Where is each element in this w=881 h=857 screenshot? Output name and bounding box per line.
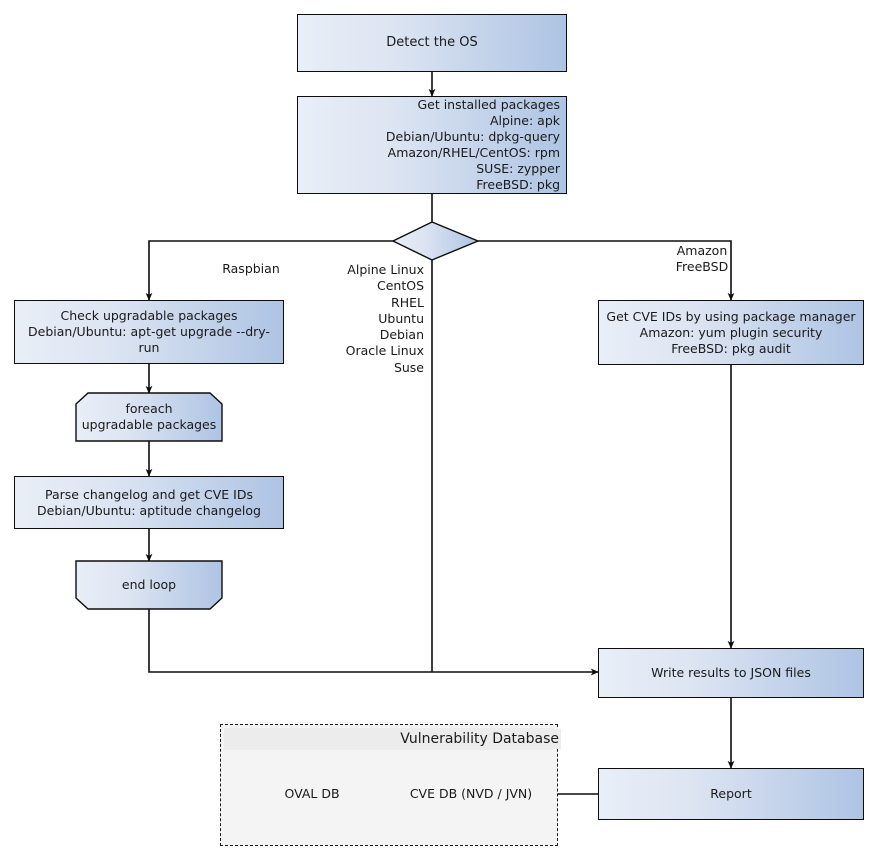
node-foreach-loop-label: foreach upgradable packages bbox=[81, 401, 217, 432]
vulnerability-database-title: Vulnerability Database bbox=[224, 729, 561, 749]
node-check-upgradable-packages-label: Check upgradable packages Debian/Ubuntu:… bbox=[28, 308, 270, 355]
node-get-installed-packages[interactable]: Get installed packages Alpine: apk Debia… bbox=[297, 96, 567, 194]
node-parse-changelog[interactable]: Parse changelog and get CVE IDs Debian/U… bbox=[14, 476, 284, 529]
node-foreach-loop[interactable]: foreach upgradable packages bbox=[76, 393, 222, 441]
node-parse-changelog-label: Parse changelog and get CVE IDs Debian/U… bbox=[37, 486, 261, 518]
node-get-cve-ids-package-manager-label: Get CVE IDs by using package manager Ama… bbox=[606, 308, 856, 356]
node-report-label: Report bbox=[710, 786, 752, 801]
node-detect-os-label: Detect the OS bbox=[386, 34, 478, 50]
edge-label-raspbian: Raspbian bbox=[222, 261, 280, 276]
node-detect-os[interactable]: Detect the OS bbox=[297, 14, 567, 72]
decision-diamond bbox=[391, 221, 480, 261]
node-write-results-json-label: Write results to JSON files bbox=[651, 665, 811, 680]
node-report[interactable]: Report bbox=[598, 768, 864, 820]
node-end-loop-label: end loop bbox=[121, 577, 177, 592]
node-check-upgradable-packages[interactable]: Check upgradable packages Debian/Ubuntu:… bbox=[14, 300, 284, 364]
edge-label-middle-distros: Alpine Linux CentOS RHEL Ubuntu Debian O… bbox=[345, 262, 424, 375]
node-write-results-json[interactable]: Write results to JSON files bbox=[598, 648, 864, 698]
edge-label-amazon-freebsd: Amazon FreeBSD bbox=[675, 243, 729, 275]
node-get-installed-packages-label: Get installed packages Alpine: apk Debia… bbox=[385, 97, 560, 192]
node-end-loop[interactable]: end loop bbox=[76, 561, 222, 609]
node-get-cve-ids-package-manager[interactable]: Get CVE IDs by using package manager Ama… bbox=[598, 300, 864, 365]
